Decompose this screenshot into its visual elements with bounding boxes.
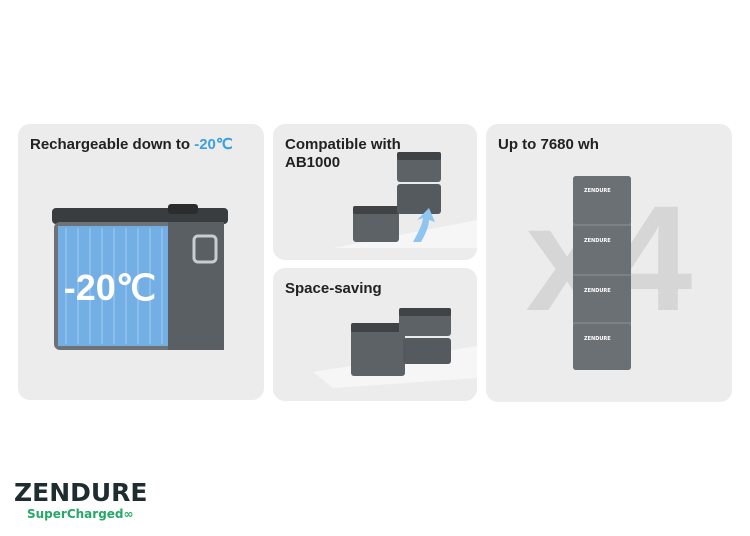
feature-card-capacity: Up to 7680 wh x4 ZENDURE ZENDURE ZENDURE… [486,124,732,402]
unit-label: ZENDURE [584,336,611,342]
feature-card-compatible: Compatible with AB1000 [273,124,477,260]
unit-label: ZENDURE [584,188,611,194]
logo-tagline: SuperCharged∞ [27,507,134,521]
logo-wordmark: ZENDURE [14,478,148,507]
battery-pair-illustration [313,308,477,388]
battery-stack-illustration [333,152,477,248]
battery-cold-illustration: -20℃ [52,204,228,350]
title-prefix: Rechargeable down to [30,136,195,153]
feature-card-space: Space-saving [273,268,477,401]
zendure-logo: ZENDURE SuperCharged∞ [14,480,148,522]
feature-title-capacity: Up to 7680 wh [498,136,599,153]
title-line-1: Compatible with [285,136,401,153]
cold-overlay-text: -20℃ [64,267,156,308]
infinity-icon: ∞ [123,507,134,521]
battery-tower-illustration: x4 ZENDURE ZENDURE ZENDURE ZENDURE [526,174,692,370]
unit-label: ZENDURE [584,238,611,244]
title-accent: -20℃ [194,136,233,153]
feature-title-cold: Rechargeable down to -20℃ [30,136,233,154]
unit-label: ZENDURE [584,288,611,294]
feature-title-compatible: Compatible with AB1000 [285,136,401,172]
feature-title-space: Space-saving [285,280,382,297]
title-line-2: AB1000 [285,154,341,171]
feature-card-cold: Rechargeable down to -20℃ -20℃ [18,124,264,400]
